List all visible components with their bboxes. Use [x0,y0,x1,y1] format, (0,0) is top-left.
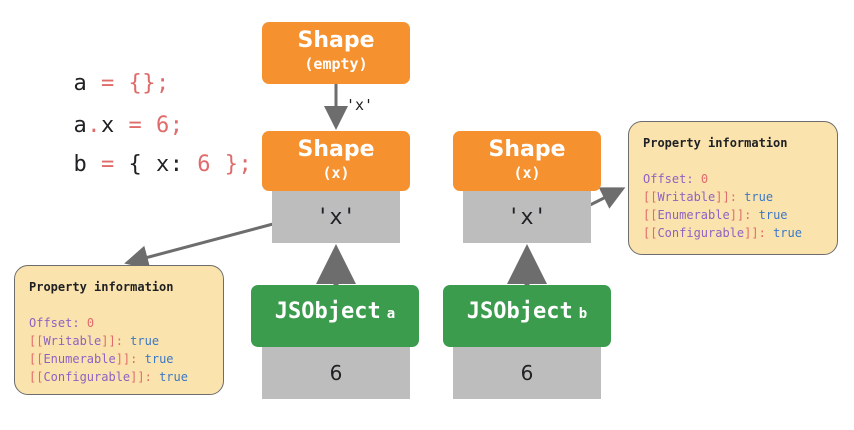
info-offset-row: Offset: 0 [643,170,823,188]
slot-left-info-arrow [124,218,289,269]
info-writable-row: [[Writable]]: true [29,332,209,350]
attr-bracket: ]]: [744,226,766,240]
code-object-close: }; [224,152,253,177]
attr-name: Enumerable [43,352,116,366]
attr-bracket: [[ [643,226,658,240]
slot-label: 'x' [507,204,547,230]
shape-subtitle: (empty) [304,55,368,73]
offset-value: 0 [700,172,709,186]
code-var: a [73,113,88,138]
code-number: 6 [197,152,211,177]
info-offset-row: Offset: 0 [29,314,209,332]
property-info-right: Property information Offset: 0 [[Writabl… [628,121,838,255]
code-number: 6 [156,113,170,138]
code-semicolon: ; [169,113,184,138]
offset-value: 0 [86,316,95,330]
attr-value: true [758,208,788,222]
code-operator: = [101,71,115,96]
info-enumerable-row: [[Enumerable]]: true [643,206,823,224]
slot-label: 'x' [316,204,356,230]
code-prop: x [101,113,115,138]
attr-name: Writable [657,190,716,204]
jsobject-b-value: 6 [453,347,601,399]
code-object-open: { x: [128,152,184,177]
attr-value: true [773,226,802,240]
attr-bracket: [[ [29,352,44,366]
code-line-1: a = {}; [46,46,170,96]
code-operator: = [101,152,115,177]
info-enumerable-row: [[Enumerable]]: true [29,350,209,368]
attr-bracket: ]]: [715,190,737,204]
shape-x-left-slot: 'x' [272,191,400,243]
attr-value: true [144,352,174,366]
attr-bracket: ]]: [729,208,752,222]
shape-title: Shape [488,137,566,162]
attr-name: Enumerable [657,208,730,222]
value-label: 6 [329,361,343,385]
info-title: Property information [29,280,174,294]
code-line-3: b = { x: 6 }; [46,127,252,177]
transition-label: 'x' [346,96,374,114]
offset-key: Offset: [643,172,694,186]
attr-value: true [159,370,188,384]
jsobject-name: JSObject [274,299,381,324]
attr-value: true [130,334,160,348]
jsobject-a-node: JSObject a [251,285,419,347]
code-value: {}; [128,71,170,96]
attr-name: Configurable [43,370,131,384]
shape-empty-node: Shape (empty) [262,22,410,84]
shape-title: Shape [297,28,375,53]
jsobject-a-value: 6 [262,347,410,399]
value-label: 6 [520,361,534,385]
jsobject-b-node: JSObject b [443,285,611,347]
attr-name: Writable [43,334,102,348]
attr-bracket: [[ [29,370,44,384]
attr-name: Configurable [657,226,745,240]
info-writable-row: [[Writable]]: true [643,188,823,206]
code-var: a [73,71,88,96]
shape-subtitle: (x) [513,164,541,182]
shape-x-right-slot: 'x' [463,191,591,243]
property-info-left: Property information Offset: 0 [[Writabl… [14,265,224,395]
attr-bracket: [[ [29,334,44,348]
attr-bracket: [[ [643,208,658,222]
shape-x-right-node: Shape (x) [453,131,601,191]
shape-title: Shape [297,137,375,162]
attr-bracket: ]]: [130,370,152,384]
code-line-2: a.x = 6; [46,88,184,138]
attr-bracket: ]]: [115,352,138,366]
shape-subtitle: (x) [322,164,350,182]
code-dot: . [87,113,101,138]
jsobject-var: b [578,306,588,322]
code-operator: = [128,113,143,138]
attr-value: true [744,190,774,204]
offset-key: Offset: [29,316,80,330]
shape-x-left-node: Shape (x) [262,131,410,191]
info-configurable-row: [[Configurable]]: true [29,368,209,386]
attr-bracket: [[ [643,190,658,204]
code-var: b [73,152,88,177]
info-title: Property information [643,136,788,150]
jsobject-name: JSObject [466,299,573,324]
jsobject-var: a [386,306,396,322]
attr-bracket: ]]: [101,334,123,348]
info-configurable-row: [[Configurable]]: true [643,224,823,242]
